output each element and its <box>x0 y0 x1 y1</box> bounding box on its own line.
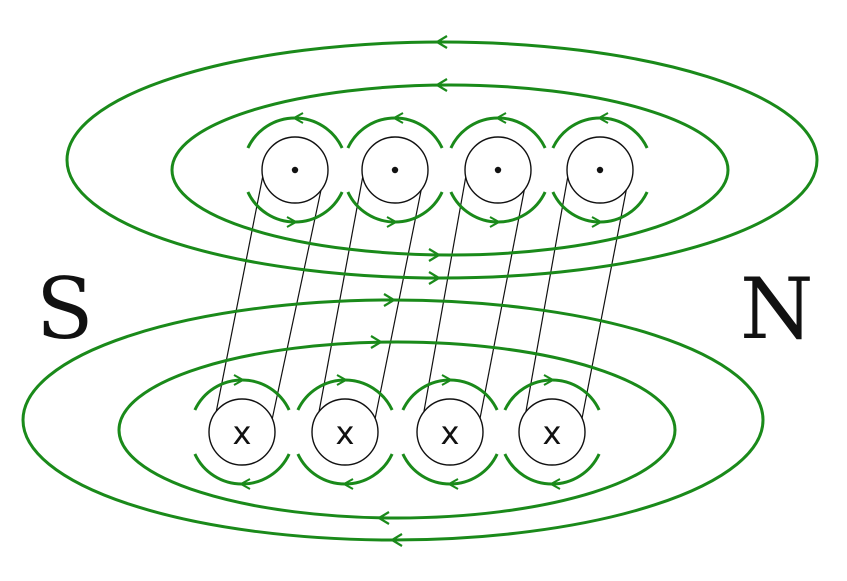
field-arrow <box>370 335 384 349</box>
current-in-cross: x <box>441 414 460 452</box>
field-arrow <box>286 216 299 228</box>
conductor-in-3 <box>416 398 484 466</box>
field-arrow <box>391 112 404 124</box>
wire-segment <box>315 169 365 429</box>
field-arrow <box>238 478 251 490</box>
wire-segment <box>212 169 265 429</box>
field-arrow <box>428 248 442 262</box>
current-out-dot <box>291 166 299 174</box>
field-arrow <box>441 374 454 386</box>
current-in-cross: x <box>233 414 252 452</box>
field-arrow <box>591 216 604 228</box>
field-arrow <box>336 374 349 386</box>
field-arrow <box>389 533 403 547</box>
field-arrow <box>434 78 448 92</box>
field-arrow <box>233 374 246 386</box>
field-loop-bottom-inner <box>117 340 677 520</box>
conductor-in-1 <box>208 398 276 466</box>
south-pole-label: S <box>36 260 94 358</box>
field-arrow <box>383 293 397 307</box>
field-arrow <box>494 112 507 124</box>
field-arrow <box>386 216 399 228</box>
field-arrow <box>489 216 502 228</box>
field-arrow <box>291 112 304 124</box>
conductor-in-2 <box>311 398 379 466</box>
field-arrow <box>446 478 459 490</box>
field-loop-top-inner <box>170 83 730 257</box>
current-in-cross: x <box>543 414 562 452</box>
wire-segment <box>522 169 570 429</box>
field-arrow <box>428 271 442 285</box>
current-out-dot <box>596 166 604 174</box>
field-arrow <box>543 374 556 386</box>
field-arrow <box>376 511 390 525</box>
magnetic-field-lines <box>21 35 819 547</box>
north-pole-label: N <box>740 260 814 358</box>
current-out-dot <box>391 166 399 174</box>
current-out-dot <box>494 166 502 174</box>
field-arrow <box>548 478 561 490</box>
field-arrow <box>596 112 609 124</box>
conductor-in-4 <box>518 398 586 466</box>
field-loop-bottom-outer <box>21 298 765 542</box>
field-arrow <box>434 35 448 49</box>
wire-segment <box>578 175 630 435</box>
field-loop-top-outer <box>65 40 819 280</box>
current-in-cross: x <box>336 414 355 452</box>
field-arrow <box>341 478 354 490</box>
